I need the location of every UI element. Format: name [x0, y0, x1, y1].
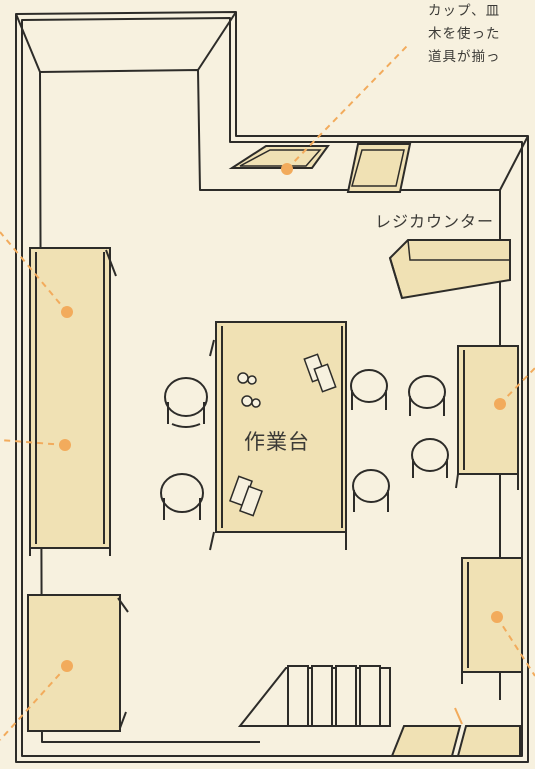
shelf-note: カップ、皿 木を使った 道具が揃っ	[428, 0, 535, 69]
marker-right-shelf-upper[interactable]	[494, 398, 506, 410]
shelf-note-line-2: 木を使った	[428, 26, 501, 42]
markers	[59, 163, 506, 672]
bottom-doormats	[390, 707, 521, 757]
table-items	[229, 353, 337, 517]
marker-right-shelf-lower[interactable]	[491, 611, 503, 623]
entrance-screen	[237, 665, 391, 727]
stools	[160, 369, 449, 520]
shelf-note-line-1: カップ、皿	[428, 3, 501, 19]
work-table-label: 作業台	[244, 430, 310, 454]
marker-bottom-left-shelf[interactable]	[61, 660, 73, 672]
register-counter	[388, 239, 511, 300]
shelf-note-line-3: 道具が揃っ	[428, 49, 501, 65]
leader-lines	[0, 44, 535, 741]
bottom-left-shelf	[27, 594, 129, 732]
top-shelf	[228, 143, 412, 193]
register-counter-label: レジカウンター	[372, 208, 498, 232]
marker-left-shelf-upper[interactable]	[61, 306, 73, 318]
marker-left-shelf-lower[interactable]	[59, 439, 71, 451]
left-shelf	[29, 247, 117, 556]
marker-top-shelf[interactable]	[281, 163, 293, 175]
right-shelves	[455, 345, 523, 686]
